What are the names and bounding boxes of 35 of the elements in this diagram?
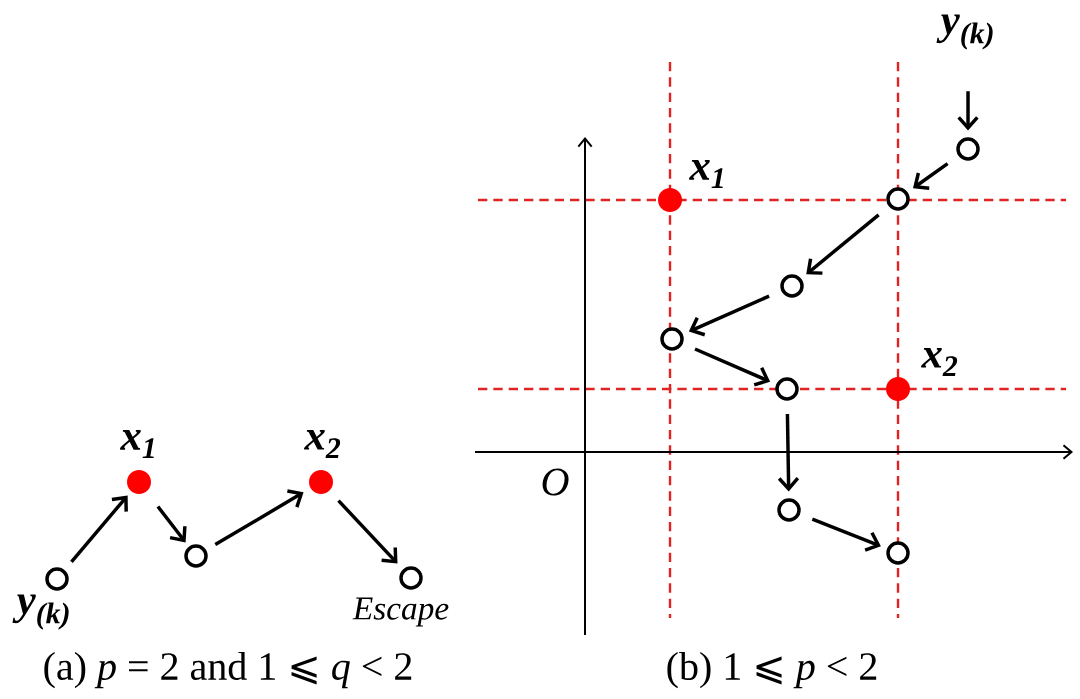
point-label: x$_{2}$ [304, 430, 341, 458]
filled-dot [658, 188, 682, 212]
subfigure-caption: (a) p = 2 and 1 ⩽ q < 2 [44, 651, 412, 689]
arrow [806, 213, 880, 275]
filled-dot [886, 377, 910, 401]
point-label: y$_{(k)}$ [936, 14, 993, 50]
arrow [688, 294, 770, 337]
hollow-circle [45, 567, 69, 591]
point-label: x$_{2}$ [921, 348, 958, 376]
hollow-circle [956, 137, 980, 161]
hollow-circle [184, 544, 208, 568]
hollow-circle [780, 274, 804, 298]
hollow-circle [777, 498, 801, 522]
arrow [811, 517, 881, 552]
hollow-circle [775, 377, 799, 401]
arrow [957, 91, 979, 131]
point-label: x$_{1}$ [689, 160, 723, 188]
filled-dot [127, 470, 151, 494]
hollow-circle [399, 566, 423, 590]
arrow [694, 347, 771, 387]
arrow [777, 414, 800, 492]
filled-dot [309, 470, 333, 494]
arrow [156, 505, 187, 543]
hollow-circle [886, 187, 910, 211]
arrow [214, 489, 304, 547]
origin-label: O [542, 468, 569, 496]
arrow [913, 162, 949, 190]
subfigure-caption: (b) 1 ⩽ p < 2 [667, 651, 877, 689]
point-label: Escape [352, 597, 449, 627]
point-label: x$_{1}$ [120, 430, 154, 458]
arrow [70, 495, 128, 564]
hollow-circle [660, 327, 684, 351]
hollow-circle [886, 541, 910, 565]
arrow [337, 499, 398, 564]
point-label: y$_{(k)}$ [12, 594, 69, 630]
